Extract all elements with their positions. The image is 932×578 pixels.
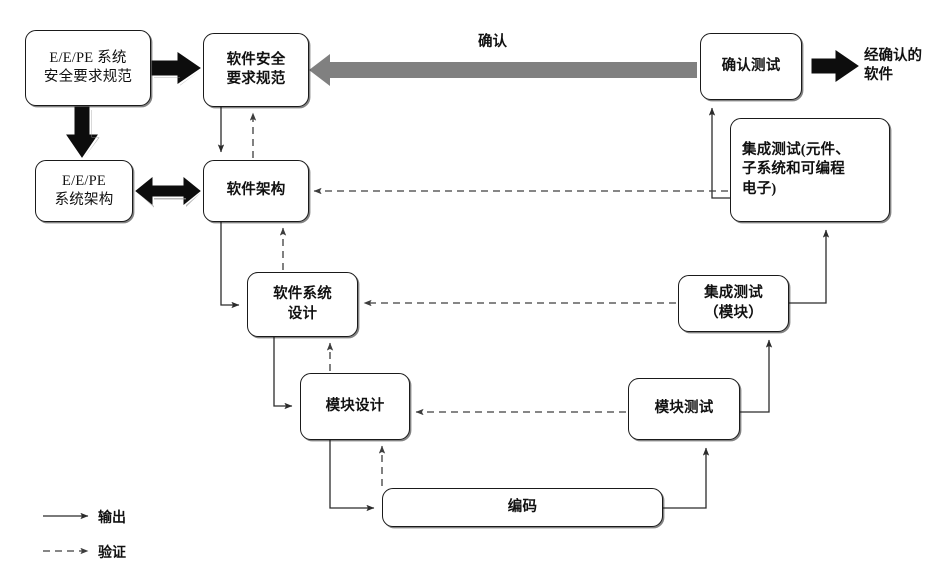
node-label: 编码 <box>507 498 538 515</box>
node-software-architecture[interactable]: 软件架构 <box>203 160 309 222</box>
node-coding[interactable]: 编码 <box>382 488 663 527</box>
node-software-safety-requirements[interactable]: 软件安全 要求规范 <box>203 33 309 107</box>
validation-gray-arrow <box>309 54 697 86</box>
bold-arrow-validated-software <box>811 50 859 82</box>
node-label: 模块测试 <box>654 400 714 417</box>
node-label: 软件安全 要求规范 <box>226 51 286 87</box>
bold-arrow-req-to-swreq <box>151 52 201 86</box>
node-label: 集成测试(元件、 子系统和可编程 电子) <box>742 142 850 197</box>
node-label: E/E/PE 系统 安全要求规范 <box>43 49 133 85</box>
bold-arrow-req-to-arch <box>66 106 100 158</box>
node-integration-test-components[interactable]: 集成测试(元件、 子系统和可编程 电子) <box>730 118 890 222</box>
validation-arrow-label: 确认 <box>478 34 507 50</box>
node-label: 软件系统 设计 <box>273 286 332 322</box>
node-module-design[interactable]: 模块设计 <box>300 373 410 440</box>
output-connectors <box>217 107 830 512</box>
node-software-system-design[interactable]: 软件系统 设计 <box>247 272 358 337</box>
node-label: 模块设计 <box>325 397 385 414</box>
node-eepe-safety-requirements[interactable]: E/E/PE 系统 安全要求规范 <box>25 30 151 106</box>
node-validation-test[interactable]: 确认测试 <box>700 33 802 100</box>
node-label: E/E/PE 系统架构 <box>54 172 114 208</box>
node-eepe-system-architecture[interactable]: E/E/PE 系统架构 <box>35 160 133 222</box>
legend-label-verification: 验证 <box>98 546 126 561</box>
node-label: 确认测试 <box>721 57 781 74</box>
legend-label-output: 输出 <box>98 511 126 526</box>
bold-arrow-arch-bidirectional <box>135 176 201 208</box>
validated-software-label: 经确认的 软件 <box>864 48 922 84</box>
node-integration-test-module[interactable]: 集成测试 （模块） <box>678 275 789 332</box>
node-label: 软件架构 <box>226 182 286 199</box>
node-module-test[interactable]: 模块测试 <box>628 378 740 440</box>
node-label: 集成测试 （模块） <box>704 285 763 321</box>
verification-connectors <box>249 112 728 486</box>
